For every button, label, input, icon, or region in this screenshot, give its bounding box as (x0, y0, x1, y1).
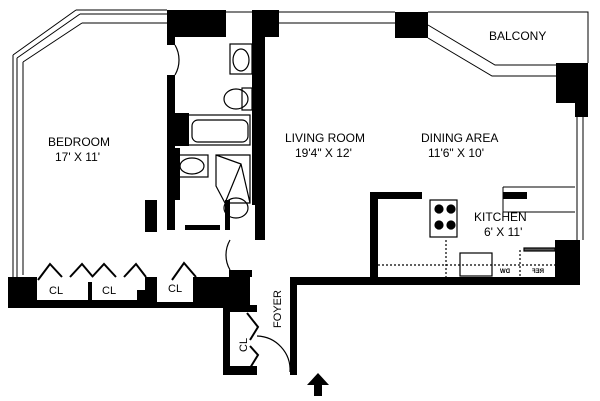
closet-doors (37, 261, 260, 369)
kitchen-size: 6' X 11' (484, 225, 522, 239)
closet-label: CL (102, 285, 116, 297)
living-room-name: LIVING ROOM (285, 131, 365, 145)
refrigerator-label: REF (532, 269, 544, 275)
outer-windows (12, 9, 589, 277)
dining-area-name: DINING AREA (421, 131, 498, 145)
foyer-name: FOYER (272, 290, 284, 328)
closet-label: CL (49, 285, 63, 297)
living-room-size: 19'4" X 12' (295, 146, 352, 160)
kitchen-name: KITCHEN (474, 210, 527, 224)
walls (8, 10, 588, 375)
balcony-name: BALCONY (489, 29, 546, 43)
closet-label: CL (168, 283, 182, 295)
fixtures (174, 43, 556, 373)
arrow-up-icon (307, 373, 329, 396)
closet-label: CL (238, 338, 250, 352)
bedroom-size: 17' X 11' (55, 150, 100, 164)
dining-area-size: 11'6" X 10' (428, 146, 484, 160)
bedroom-name: BEDROOM (48, 135, 110, 149)
dishwasher-label: DW (500, 269, 510, 275)
